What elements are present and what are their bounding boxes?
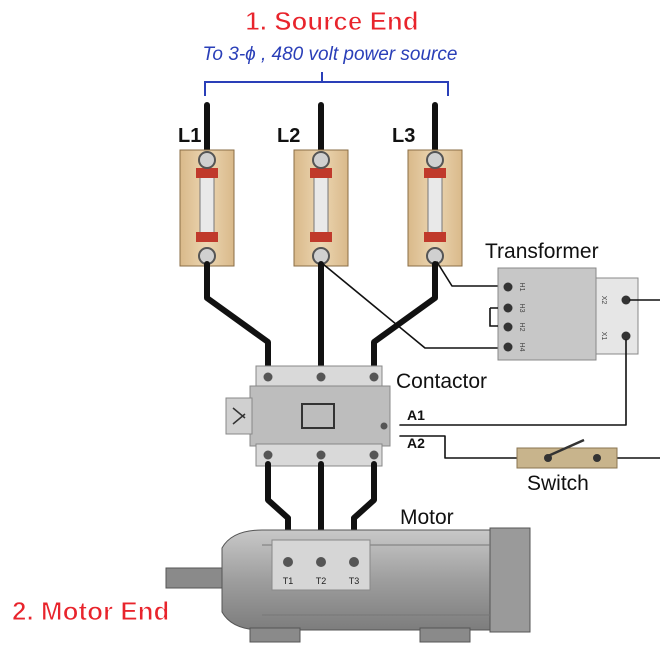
fuse-block-l2 xyxy=(293,149,349,267)
wire-l2-transformer xyxy=(322,263,505,349)
transformer-label: Transformer xyxy=(485,240,599,263)
contactor-label: Contactor xyxy=(396,370,487,393)
wire-fuse-l3-contactor xyxy=(371,261,438,373)
transformer-terminal-h4: H4 xyxy=(518,343,525,352)
transformer-terminal-h1: H1 xyxy=(518,283,525,292)
switch xyxy=(516,438,618,469)
transformer-terminal-h2: H2 xyxy=(518,323,525,332)
coil-terminal-a2: A2 xyxy=(407,435,425,451)
transformer-terminal-h3: H3 xyxy=(518,304,525,313)
source-end-heading: 1. Source End xyxy=(245,6,418,36)
transformer xyxy=(489,267,639,361)
coil-terminal-a1: A1 xyxy=(407,407,425,423)
motor xyxy=(165,527,531,643)
wire-x1-a1 xyxy=(399,339,627,426)
source-bracket xyxy=(204,72,449,96)
line-label-l1: L1 xyxy=(178,125,201,147)
motor-label: Motor xyxy=(400,506,454,529)
line-label-l3: L3 xyxy=(392,125,415,147)
motor-terminal-t1: T1 xyxy=(283,576,294,586)
switch-label: Switch xyxy=(527,472,589,495)
fuse-block-l3 xyxy=(407,149,463,267)
line-label-l2: L2 xyxy=(277,125,300,147)
wire-fuse-l1-contactor xyxy=(204,261,271,373)
fuse-block-l1 xyxy=(179,149,235,267)
motor-end-heading: 2. Motor End xyxy=(12,596,169,626)
source-caption: To 3-ϕ , 480 volt power source xyxy=(203,44,458,65)
wire-l3-transformer xyxy=(436,261,505,287)
contactor xyxy=(225,365,391,467)
transformer-terminal-x1: X1 xyxy=(600,332,607,341)
motor-terminal-t2: T2 xyxy=(316,576,327,586)
wire-a2-switch xyxy=(399,435,521,459)
transformer-terminal-x2: X2 xyxy=(600,296,607,305)
motor-terminal-t3: T3 xyxy=(349,576,360,586)
